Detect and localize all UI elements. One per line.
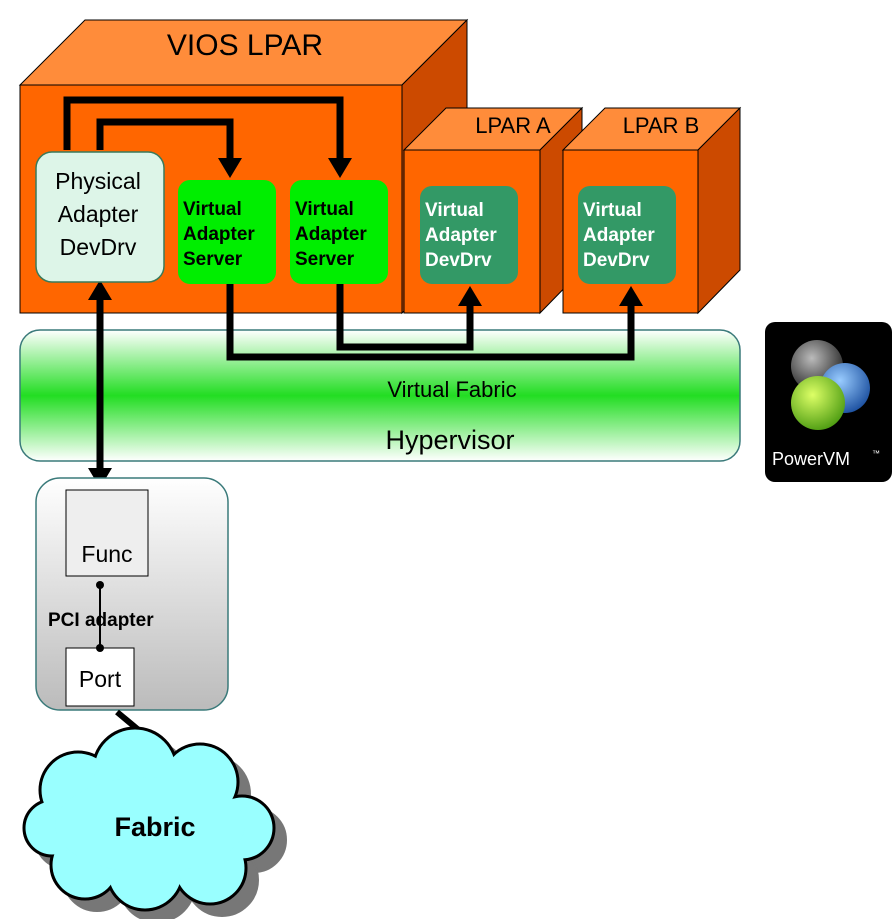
devdrv-a-line2: Adapter	[425, 225, 497, 246]
devdrv-a-line3: DevDrv	[425, 250, 492, 271]
devdrv-b-box	[578, 186, 676, 284]
devdrv-a-box	[420, 186, 518, 284]
arrowhead-devdrv-a	[458, 286, 482, 306]
server2-line2: Adapter	[295, 224, 367, 245]
pci-adapter: Func Port PCI adapter	[35, 477, 229, 711]
logo-trademark: ™	[872, 449, 880, 458]
arrowheads	[88, 158, 643, 488]
arrowhead-server2	[328, 158, 352, 178]
server2-box	[290, 180, 388, 284]
vios-title: VIOS LPAR	[167, 29, 323, 62]
server2-to-lpar-a-line	[336, 283, 474, 351]
devdrv-b-line2: Adapter	[583, 225, 655, 246]
phys-to-server2-line	[63, 96, 344, 160]
func-label: Func	[81, 541, 132, 567]
logo-text: PowerVM	[772, 449, 850, 469]
connector-lines	[63, 96, 635, 470]
arrowhead-physical-up	[88, 280, 112, 300]
server2-line1: Virtual	[295, 199, 354, 220]
devdrv-b-line3: DevDrv	[583, 250, 650, 271]
physical-adapter-devdrv: Physical Adapter DevDrv	[35, 151, 165, 283]
pci-adapter-label: PCI adapter	[48, 610, 154, 631]
powervm-logo: PowerVM ™	[765, 322, 892, 482]
lpar-a-box: LPAR A	[402, 106, 584, 315]
func-port-dot-top	[96, 581, 104, 589]
func-box	[65, 489, 149, 577]
arrowhead-devdrv-b	[619, 286, 643, 306]
logo-green-ball	[791, 376, 845, 430]
port-box	[65, 647, 135, 707]
hypervisor-box	[19, 329, 741, 462]
virtual-adapter-devdrv-a: Virtual Adapter DevDrv	[420, 186, 518, 284]
server1-line2: Adapter	[183, 224, 255, 245]
fabric-cloud: Fabric	[22, 726, 287, 919]
physical-adapter-line3: DevDrv	[60, 234, 137, 260]
phys-to-server1-line	[96, 118, 234, 160]
virtual-adapter-server-2: Virtual Adapter Server	[290, 180, 388, 284]
cloud-fill	[25, 729, 273, 909]
physical-adapter-line1: Physical	[55, 168, 141, 194]
virtual-adapter-server-1: Virtual Adapter Server	[178, 180, 276, 284]
lpar-a-title: LPAR A	[475, 113, 551, 138]
server2-line3: Server	[295, 249, 355, 270]
port-label: Port	[79, 666, 122, 692]
server1-line3: Server	[183, 249, 243, 270]
server1-box	[178, 180, 276, 284]
physical-adapter-box	[35, 151, 165, 283]
lpar-b-title: LPAR B	[623, 113, 700, 138]
virtual-adapter-devdrv-b: Virtual Adapter DevDrv	[578, 186, 676, 284]
physical-adapter-line2: Adapter	[58, 201, 139, 227]
devdrv-b-line1: Virtual	[583, 200, 642, 221]
server1-line1: Virtual	[183, 199, 242, 220]
hypervisor-label: Hypervisor	[385, 425, 514, 455]
fabric-label: Fabric	[114, 812, 195, 842]
virtual-fabric-label: Virtual Fabric	[387, 377, 516, 402]
arrowhead-server1	[218, 158, 242, 178]
hypervisor-band: Virtual Fabric Hypervisor	[19, 329, 741, 462]
devdrv-a-line1: Virtual	[425, 200, 484, 221]
server1-to-lpar-b-line	[226, 283, 635, 361]
func-port-dot-bottom	[96, 644, 104, 652]
